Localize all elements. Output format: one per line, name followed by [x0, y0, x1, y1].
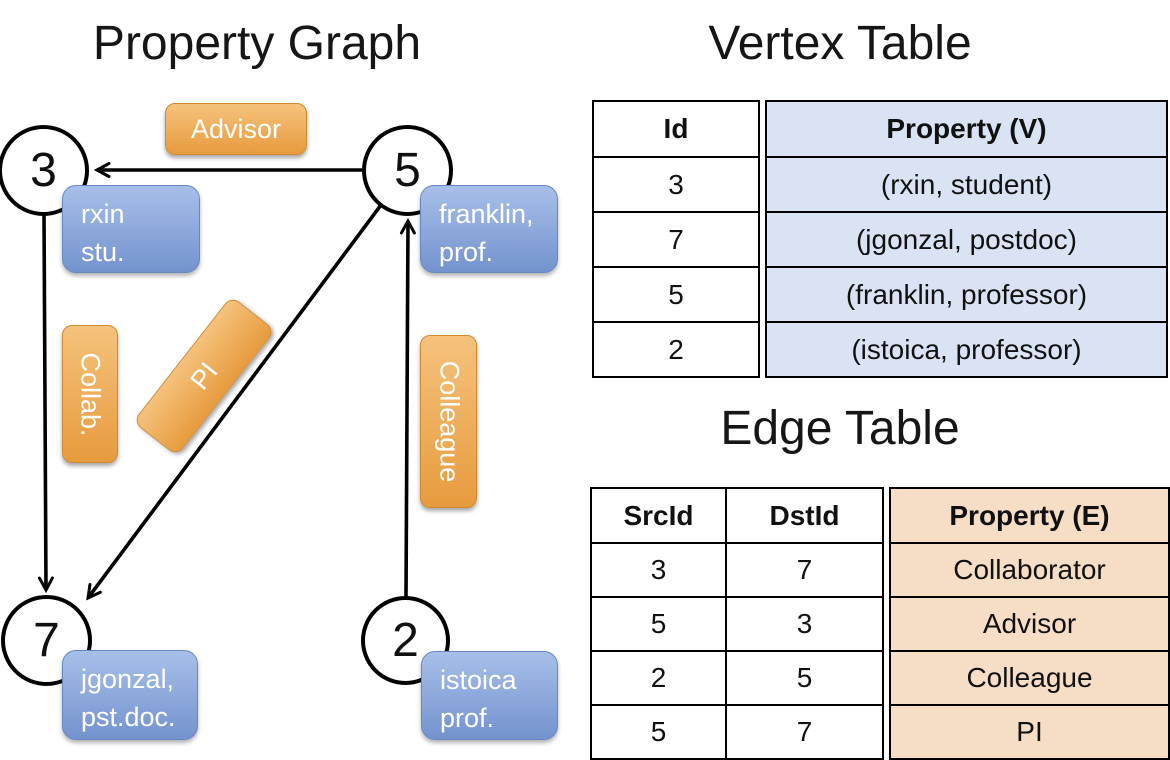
table-header-row: Id	[592, 100, 760, 158]
src-cell: 2	[590, 650, 727, 706]
edge-label-advisor: Advisor	[165, 103, 307, 155]
node-2-id: 2	[392, 614, 419, 667]
dstid-column-header: DstId	[725, 487, 884, 544]
graph-edges-layer	[0, 0, 585, 760]
property-cell: Colleague	[889, 650, 1170, 706]
edge-colleague-arrow	[406, 221, 408, 598]
vertex-label-franklin: franklin, prof.	[420, 185, 558, 273]
src-cell: 5	[590, 704, 727, 760]
table-row: 5	[592, 266, 760, 323]
dst-cell: 7	[725, 704, 884, 760]
node-7-id: 7	[33, 614, 60, 667]
table-row: Colleague	[889, 650, 1170, 706]
property-cell: PI	[889, 704, 1170, 760]
id-column-header: Id	[592, 100, 760, 158]
vertex-table-property-column: Property (V) (rxin, student)(jgonzal, po…	[765, 100, 1168, 378]
edge-label-collab-text: Collab.	[75, 351, 106, 437]
vertex-label-franklin-line1: franklin,	[439, 199, 534, 229]
dst-cell: 5	[725, 650, 884, 706]
table-row: (istoica, professor)	[765, 321, 1168, 378]
id-cell: 5	[592, 266, 760, 323]
graph-node-2: 2	[361, 596, 450, 685]
srcid-column-header: SrcId	[590, 487, 727, 544]
edge-label-colleague-text: Colleague	[434, 360, 464, 483]
vertex-label-rxin-line1: rxin	[81, 199, 125, 229]
table-row: Advisor	[889, 596, 1170, 652]
table-row: (rxin, student)	[765, 156, 1168, 213]
graph-panel: 3 5 7 2 Advisor Collab.	[0, 0, 585, 760]
vertex-label-jgonzal-line2: pst.doc.	[81, 702, 176, 733]
property-graph-title: Property Graph	[92, 17, 422, 70]
vertex-label-rxin-line2: stu.	[81, 237, 125, 268]
table-header-row: Property (V)	[765, 100, 1168, 158]
property-e-column-header: Property (E)	[889, 487, 1170, 544]
property-cell: (jgonzal, postdoc)	[765, 211, 1168, 268]
id-cell: 7	[592, 211, 760, 268]
dst-cell: 7	[725, 542, 884, 598]
property-cell: (rxin, student)	[765, 156, 1168, 213]
src-cell: 3	[590, 542, 727, 598]
table-row: 7	[592, 211, 760, 268]
table-row: 2	[592, 321, 760, 378]
table-row: (franklin, professor)	[765, 266, 1168, 323]
property-v-column-header: Property (V)	[765, 100, 1168, 158]
edge-label-pi-text: PI	[183, 356, 224, 395]
dst-cell: 3	[725, 596, 884, 652]
src-cell: 5	[590, 596, 727, 652]
edge-label-collab: Collab.	[62, 325, 118, 463]
node-5-id: 5	[394, 144, 421, 197]
vertex-label-istoica: istoica prof.	[421, 651, 558, 740]
table-row: Collaborator	[889, 542, 1170, 598]
property-cell: (franklin, professor)	[765, 266, 1168, 323]
edge-table-title: Edge Table	[720, 402, 960, 455]
edge-collab-arrow	[44, 212, 46, 590]
vertex-label-jgonzal-line1: jgonzal,	[81, 664, 175, 694]
id-cell: 2	[592, 321, 760, 378]
table-row: 3	[592, 156, 760, 213]
table-row: PI	[889, 704, 1170, 760]
property-cell: (istoica, professor)	[765, 321, 1168, 378]
vertex-label-franklin-line2: prof.	[439, 237, 494, 268]
table-row: (jgonzal, postdoc)	[765, 211, 1168, 268]
vertex-label-rxin: rxin stu.	[62, 185, 200, 273]
edge-label-advisor-text: Advisor	[190, 113, 282, 144]
edge-pi-arrow	[88, 203, 383, 598]
vertex-table-title: Vertex Table	[708, 17, 972, 70]
table-header-row: SrcId DstId	[590, 487, 884, 544]
table-header-row: Property (E)	[889, 487, 1170, 544]
property-cell: Collaborator	[889, 542, 1170, 598]
id-cell: 3	[592, 156, 760, 213]
edge-label-colleague: Colleague	[420, 335, 477, 508]
vertex-label-istoica-line2: prof.	[440, 703, 495, 734]
property-cell: Advisor	[889, 596, 1170, 652]
vertex-label-istoica-line1: istoica	[440, 665, 517, 695]
node-3-id: 3	[30, 144, 57, 197]
vertex-label-jgonzal: jgonzal, pst.doc.	[62, 650, 198, 740]
